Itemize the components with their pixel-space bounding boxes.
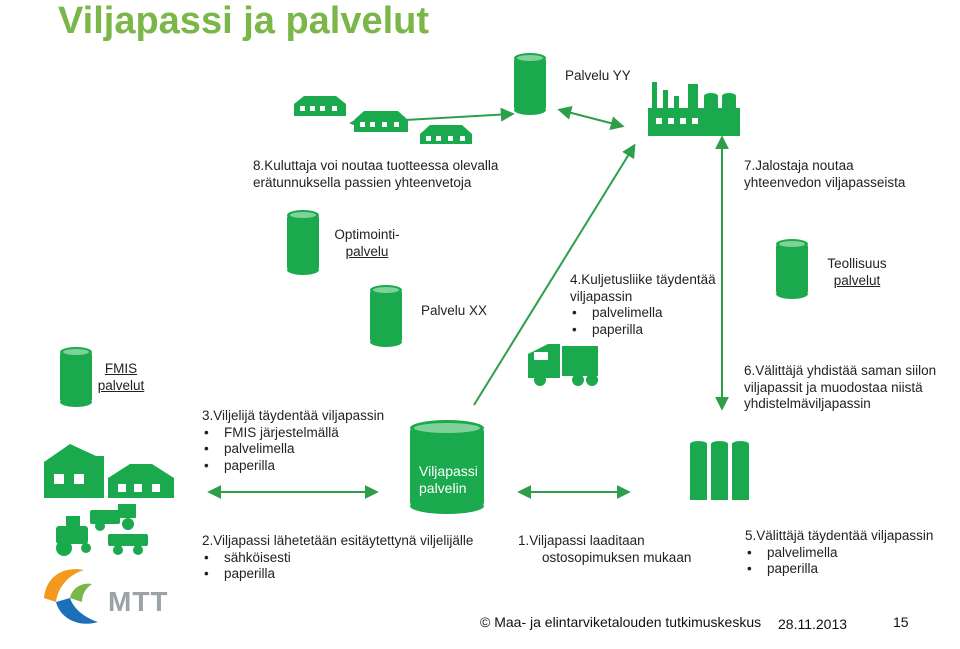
farm-machines-icon	[56, 504, 148, 556]
footer-organization: © Maa- ja elintarviketalouden tutkimuske…	[480, 614, 762, 630]
farm-icon	[44, 444, 174, 498]
step2-bullet: paperilla	[202, 566, 473, 583]
arrow-server-to-yy	[473, 143, 636, 406]
truck-icon	[528, 344, 598, 386]
step3-bullet: paperilla	[202, 458, 384, 475]
step5-bullet: palvelimella	[745, 545, 933, 562]
footer-date: 28.11.2013	[778, 616, 848, 632]
step7-text: 7.Jalostaja noutaa yhteenvedon viljapass…	[744, 158, 906, 190]
step3-bullet: palvelimella	[202, 441, 384, 458]
label-palvelu-xx: Palvelu XX	[421, 303, 488, 318]
factory-icon	[648, 82, 740, 136]
mtt-logo-text: MTT	[108, 586, 169, 617]
step4-text: 4.Kuljetusliike täydentää viljapassin pa…	[570, 272, 716, 338]
label-optimointipalvelu: Optimointi- palvelu	[334, 227, 400, 259]
step3-bullet: FMIS järjestelmällä	[202, 425, 384, 442]
page-title: Viljapassi ja palvelut	[58, 0, 430, 42]
silos-icon	[690, 441, 749, 500]
step6-text: 6.Välittäjä yhdistää saman siilon viljap…	[744, 363, 937, 411]
step4-bullet: paperilla	[570, 322, 716, 339]
step8-text: 8.Kuluttaja voi noutaa tuotteessa oleval…	[253, 158, 499, 190]
cylinder-teollisuus	[776, 239, 808, 299]
label-palvelu-yy: Palvelu YY	[565, 68, 631, 83]
label-teollisuus-palvelut: Teollisuus palvelut	[827, 256, 887, 288]
step1-text: 1.Viljapassi laaditaan ostosopimuksen mu…	[518, 533, 692, 565]
mtt-logo	[44, 569, 98, 624]
step2-bullet: sähköisesti	[202, 550, 473, 567]
step5-bullet: paperilla	[745, 561, 933, 578]
cylinder-fmis	[60, 347, 92, 407]
cylinder-palvelu-yy	[514, 53, 546, 115]
step3-text: 3.Viljelijä täydentää viljapassin FMIS j…	[202, 408, 384, 474]
houses-icon	[294, 96, 472, 144]
label-fmis-palvelut: FMIS palvelut	[97, 361, 145, 393]
cylinder-optimointipalvelu	[287, 210, 319, 275]
step5-text: 5.Välittäjä täydentää viljapassin palvel…	[745, 528, 933, 578]
cylinder-viljapassi-palvelin	[410, 420, 484, 514]
footer-page-number: 15	[893, 614, 909, 630]
label-viljapassi-palvelin: Viljapassi palvelin	[419, 463, 478, 496]
cylinder-palvelu-xx	[370, 285, 402, 347]
step2-text: 2.Viljapassi lähetetään esitäytettynä vi…	[202, 533, 473, 583]
arrows	[207, 106, 729, 499]
step4-bullet: palvelimella	[570, 305, 716, 322]
arrow-yy-to-factory	[557, 106, 625, 130]
